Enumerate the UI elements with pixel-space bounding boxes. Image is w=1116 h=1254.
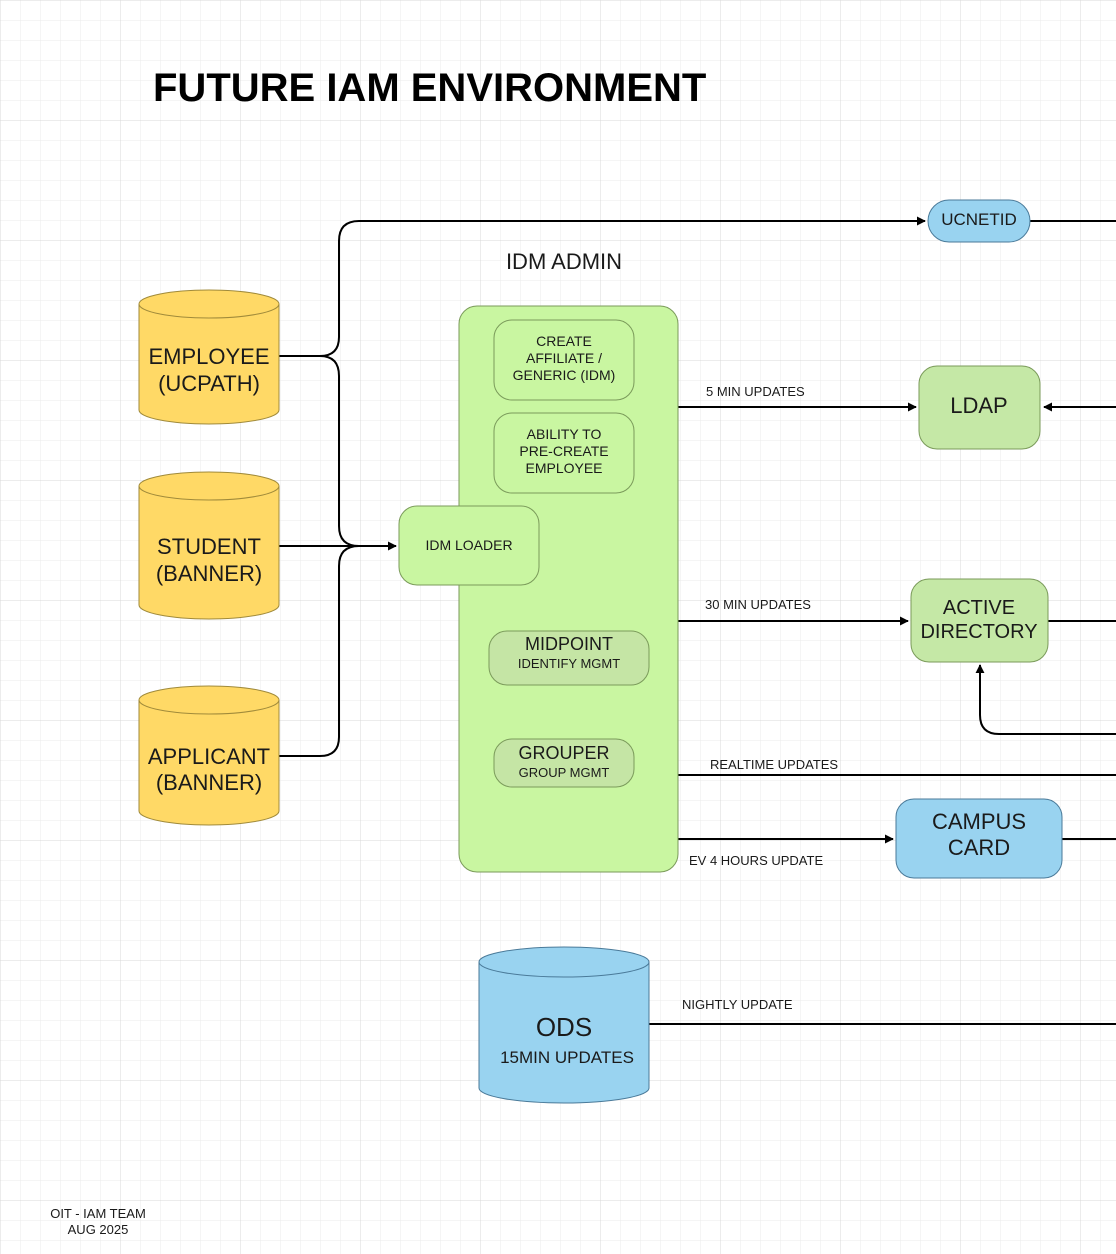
ad-label-line1: ACTIVE xyxy=(943,597,1015,619)
footer-date: AUG 2025 xyxy=(68,1222,129,1237)
edge-label-campus-card: EV 4 HOURS UPDATE xyxy=(689,853,823,868)
student-system: (BANNER) xyxy=(156,561,262,586)
ldap-node: LDAP xyxy=(918,365,1041,450)
pre-create-box: ABILITY TO PRE-CREATE EMPLOYEE xyxy=(493,412,635,494)
employee-system: (UCPATH) xyxy=(158,371,260,396)
grouper-subtitle: GROUP MGMT xyxy=(519,765,610,780)
create-affiliate-line3: GENERIC (IDM) xyxy=(513,367,616,383)
connector-lines xyxy=(279,216,1116,1025)
idm-loader-label: IDM LOADER xyxy=(425,537,512,553)
campus-card-node: CAMPUS CARD xyxy=(895,798,1063,879)
ods-node: ODS 15MIN UPDATES xyxy=(478,946,650,1104)
midpoint-title: MIDPOINT xyxy=(525,634,613,654)
grouper-box: GROUPER GROUP MGMT xyxy=(493,738,635,788)
edge-right-ad xyxy=(975,664,1116,735)
applicant-system: (BANNER) xyxy=(156,770,262,795)
idm-admin-label: IDM ADMIN xyxy=(506,249,622,274)
ldap-label: LDAP xyxy=(950,393,1007,418)
page-title: FUTURE IAM ENVIRONMENT xyxy=(153,66,706,110)
applicant-label: APPLICANT xyxy=(148,744,270,769)
employee-source: EMPLOYEE (UCPATH) xyxy=(138,289,280,425)
edge-label-ad: 30 MIN UPDATES xyxy=(705,597,811,612)
student-label: STUDENT xyxy=(157,534,261,559)
midpoint-box: MIDPOINT IDENTIFY MGMT xyxy=(488,630,650,686)
campus-card-line2: CARD xyxy=(948,835,1010,860)
footer-team: OIT - IAM TEAM xyxy=(50,1206,146,1221)
edge-label-ods: NIGHTLY UPDATE xyxy=(682,997,793,1012)
edge-applicant-loader xyxy=(279,545,360,757)
pre-create-line3: EMPLOYEE xyxy=(525,460,602,476)
edge-employee-ucnetid xyxy=(279,216,926,357)
applicant-source: APPLICANT (BANNER) xyxy=(138,685,280,826)
midpoint-subtitle: IDENTIFY MGMT xyxy=(518,656,620,671)
pre-create-line2: PRE-CREATE xyxy=(519,443,608,459)
ucnetid-label: UCNETID xyxy=(941,210,1017,229)
idm-loader-box: IDM LOADER xyxy=(398,505,540,586)
ucnetid-node: UCNETID xyxy=(927,199,1031,243)
ods-title: ODS xyxy=(536,1012,592,1042)
student-source: STUDENT (BANNER) xyxy=(138,471,280,620)
create-affiliate-line2: AFFILIATE / xyxy=(526,350,602,366)
employee-label: EMPLOYEE xyxy=(148,344,269,369)
grouper-title: GROUPER xyxy=(518,743,609,763)
edge-label-realtime: REALTIME UPDATES xyxy=(710,757,838,772)
active-directory-node: ACTIVE DIRECTORY xyxy=(910,578,1049,663)
create-affiliate-line1: CREATE xyxy=(536,333,592,349)
campus-card-line1: CAMPUS xyxy=(932,809,1026,834)
ad-label-line2: DIRECTORY xyxy=(920,621,1037,643)
pre-create-line1: ABILITY TO xyxy=(527,426,602,442)
edge-label-ldap: 5 MIN UPDATES xyxy=(706,384,805,399)
edge-employee-loader xyxy=(319,355,360,547)
ods-subtitle: 15MIN UPDATES xyxy=(500,1048,634,1067)
create-affiliate-box: CREATE AFFILIATE / GENERIC (IDM) xyxy=(493,319,635,401)
